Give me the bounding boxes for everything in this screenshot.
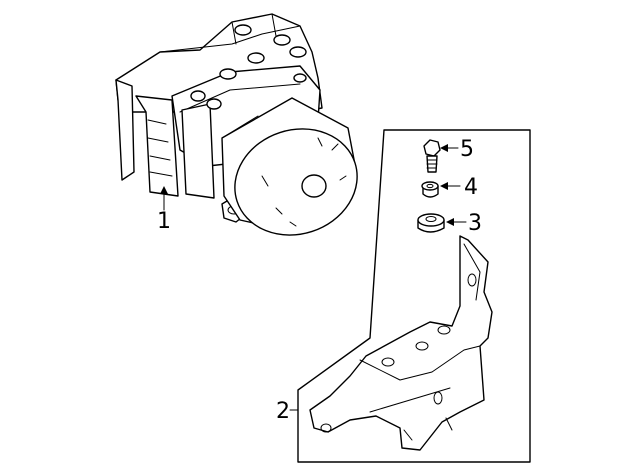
leader-arrow-4 [440, 182, 448, 190]
leader-arrow-5 [440, 144, 448, 152]
leader-arrow-1 [160, 186, 168, 194]
mounting-bracket [309, 235, 493, 451]
bolt [423, 139, 441, 173]
leader-arrow-3 [446, 218, 454, 226]
callout-2: 2 [276, 399, 290, 424]
kit-outline [297, 129, 531, 463]
grommet [417, 213, 445, 233]
callout-5: 5 [460, 137, 474, 162]
abs-modulator-assembly [115, 13, 358, 236]
callout-4: 4 [464, 175, 478, 200]
callout-1: 1 [157, 209, 171, 234]
spacer-collar [421, 181, 439, 198]
callout-3: 3 [468, 211, 482, 236]
